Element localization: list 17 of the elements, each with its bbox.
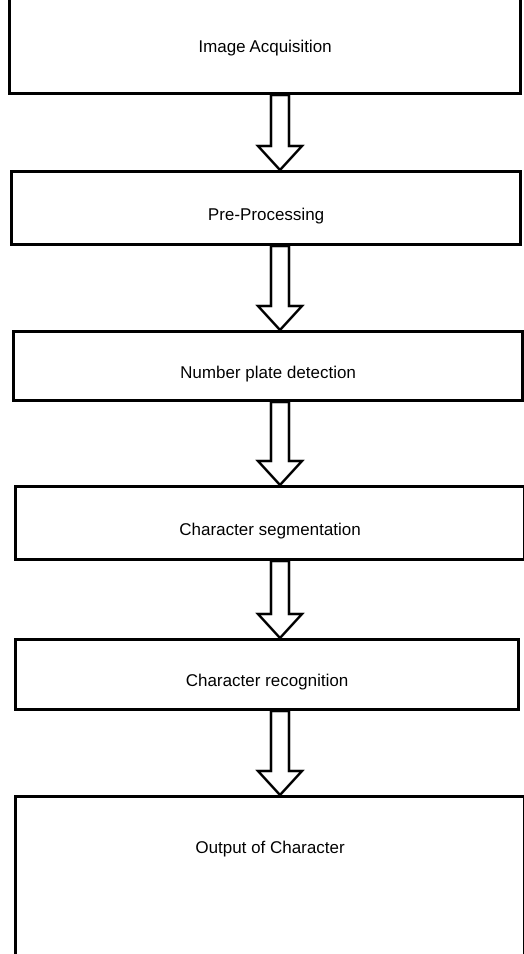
process-box (14, 795, 524, 954)
process-box (14, 485, 524, 561)
step-label: Image Acquisition (198, 37, 332, 58)
block-arrow (255, 400, 305, 487)
block-arrow (255, 560, 305, 640)
process-box (10, 170, 522, 246)
step-label: Character segmentation (179, 520, 361, 541)
block-arrow (255, 710, 305, 797)
step-label: Character recognition (186, 671, 348, 692)
process-box (12, 330, 524, 402)
process-box (14, 638, 520, 711)
step-label: Output of Character (195, 838, 345, 859)
step-label: Pre-Processing (208, 205, 324, 226)
block-arrow (255, 244, 305, 332)
step-label: Number plate detection (180, 363, 356, 384)
process-box (8, 0, 522, 95)
block-arrow (255, 94, 305, 172)
